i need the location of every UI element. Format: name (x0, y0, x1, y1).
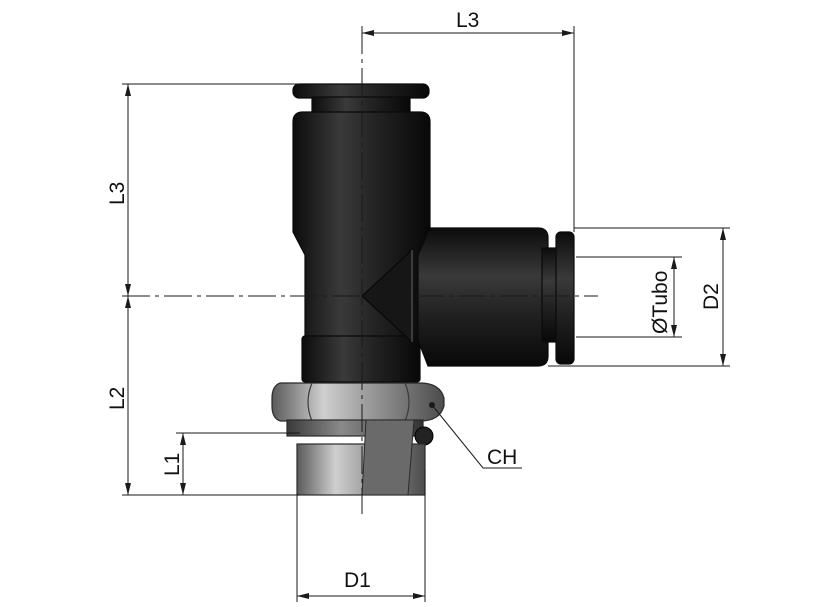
dim-label-l2: L2 (106, 387, 129, 410)
dim-label-l1: L1 (161, 453, 184, 476)
dim-label-d1: D1 (344, 569, 371, 592)
fitting-body (271, 83, 575, 496)
dim-label-l3-left: L3 (106, 182, 129, 205)
thread-notch (361, 419, 415, 496)
dimension-l1: L1 (161, 432, 300, 495)
o-ring (414, 426, 434, 446)
leader-ch: CH (429, 402, 522, 469)
dimension-d2: D2 (548, 227, 730, 367)
dimension-tube: ØTubo (576, 256, 682, 338)
dim-label-tube: ØTubo (649, 271, 672, 334)
top-collet-ring (292, 83, 430, 99)
side-branch (417, 227, 549, 367)
dim-label-l3-top: L3 (456, 9, 479, 32)
hex-nut (271, 382, 445, 422)
dimension-l3-left: L3 (106, 83, 300, 296)
hex-flat-right (404, 382, 410, 422)
dimension-l2: L2 (106, 296, 300, 496)
dim-label-d2: D2 (700, 283, 723, 310)
side-collet-ring (555, 231, 575, 365)
hex-flat-left (307, 382, 313, 422)
lower-band (301, 335, 421, 383)
dimension-l3-top: L3 (362, 9, 575, 232)
top-collet-neck (311, 96, 411, 114)
dim-label-ch: CH (487, 446, 517, 469)
dimension-d1: D1 (296, 470, 426, 602)
